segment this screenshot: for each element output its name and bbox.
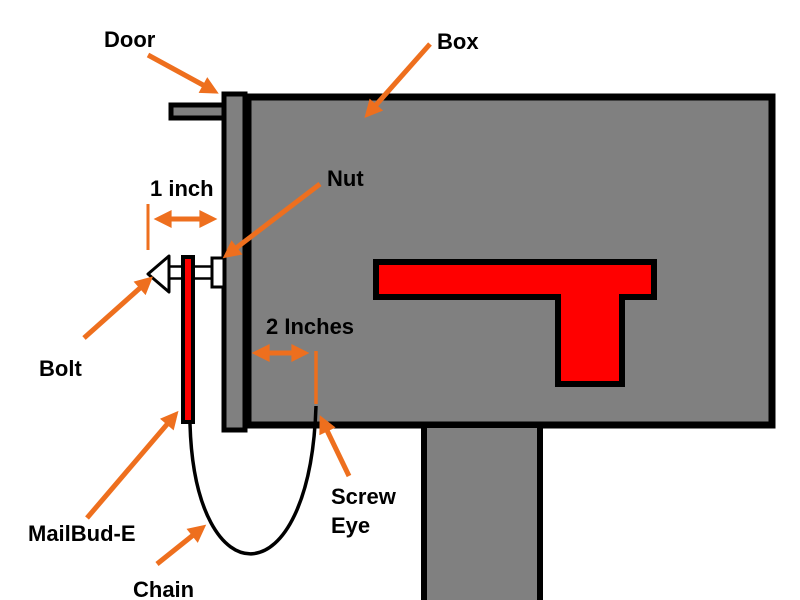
mailbud-e-label: MailBud-E bbox=[28, 521, 136, 546]
mailbox-door bbox=[221, 91, 248, 433]
mailbox-post bbox=[421, 426, 543, 600]
screw-eye-label-line2: Eye bbox=[331, 513, 370, 538]
mailbud-e-arrow bbox=[85, 410, 179, 520]
bolt-head bbox=[146, 254, 171, 294]
door-label: Door bbox=[104, 27, 156, 52]
door-hinge-bar bbox=[168, 102, 229, 121]
door-arrow bbox=[146, 52, 219, 94]
measure-1inch bbox=[146, 204, 218, 250]
screw-eye-arrow bbox=[319, 415, 352, 478]
bolt-label: Bolt bbox=[39, 356, 82, 381]
screw-eye-label-line1: Screw bbox=[331, 484, 397, 509]
chain-label: Chain bbox=[133, 577, 194, 600]
measure-2inch-label: 2 Inches bbox=[266, 314, 354, 339]
post-body bbox=[421, 428, 543, 600]
measure-2inch bbox=[251, 344, 318, 404]
bolt-arrow bbox=[82, 276, 154, 340]
chain-curve bbox=[188, 405, 318, 556]
box-label: Box bbox=[437, 29, 479, 54]
nut-label: Nut bbox=[327, 166, 364, 191]
chain-arrow bbox=[155, 524, 207, 566]
measure-1inch-label: 1 inch bbox=[150, 176, 214, 201]
mailbox-flag bbox=[373, 259, 657, 387]
nut-part bbox=[210, 256, 226, 289]
nut-arrow bbox=[222, 182, 322, 259]
box-arrow bbox=[364, 42, 432, 119]
mailbud-e-bar bbox=[181, 255, 195, 424]
